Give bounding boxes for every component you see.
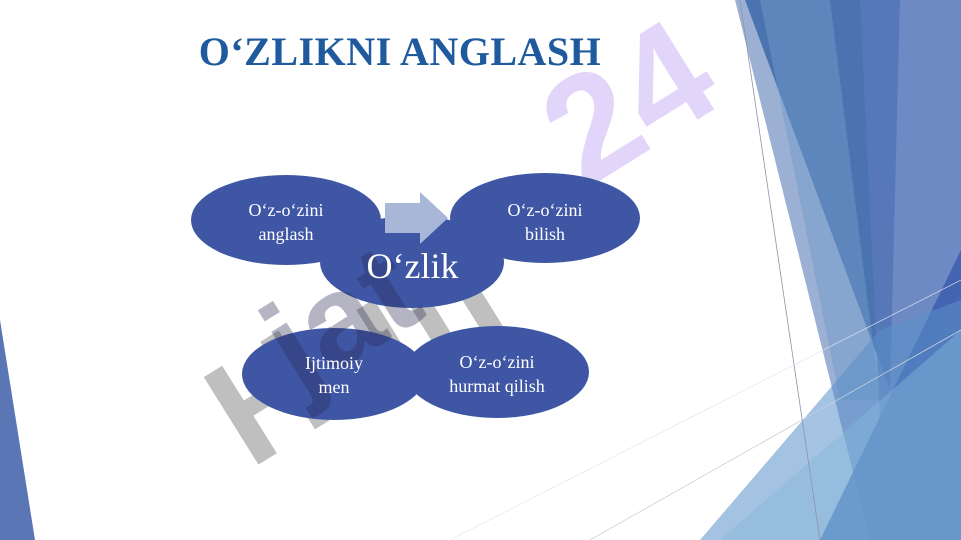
node-ijtimoiy-line1: Ijtimoiy (305, 353, 363, 373)
ellipse-ijtimoiy (242, 328, 426, 420)
left-decoration (0, 320, 35, 540)
right-arrow (385, 192, 448, 244)
node-anglash: O‘z-o‘zini anglash (191, 194, 381, 250)
right-decoration (449, 0, 961, 540)
node-bilish: O‘z-o‘zini bilish (450, 194, 640, 250)
node-bilish-line1: O‘z-o‘zini (507, 200, 583, 220)
center-text: O‘zlik (366, 246, 459, 286)
node-ijtimoiy-line2: men (318, 377, 350, 397)
node-hurmat-line2: hurmat qilish (449, 376, 545, 396)
node-hurmat: O‘z-o‘zini hurmat qilish (405, 346, 589, 402)
node-anglash-line2: anglash (258, 224, 314, 244)
node-hurmat-line1: O‘z-o‘zini (459, 352, 535, 372)
ellipse-anglash (191, 175, 381, 265)
node-anglash-line1: O‘z-o‘zini (248, 200, 324, 220)
slide-title: O‘ZLIKNI ANGLASH (198, 29, 602, 74)
ellipse-bilish (450, 173, 640, 263)
ellipse-hurmat (405, 326, 589, 418)
node-ijtimoiy: Ijtimoiy men (242, 347, 426, 403)
node-bilish-line2: bilish (524, 224, 565, 244)
center-label: O‘zlik (320, 238, 505, 294)
